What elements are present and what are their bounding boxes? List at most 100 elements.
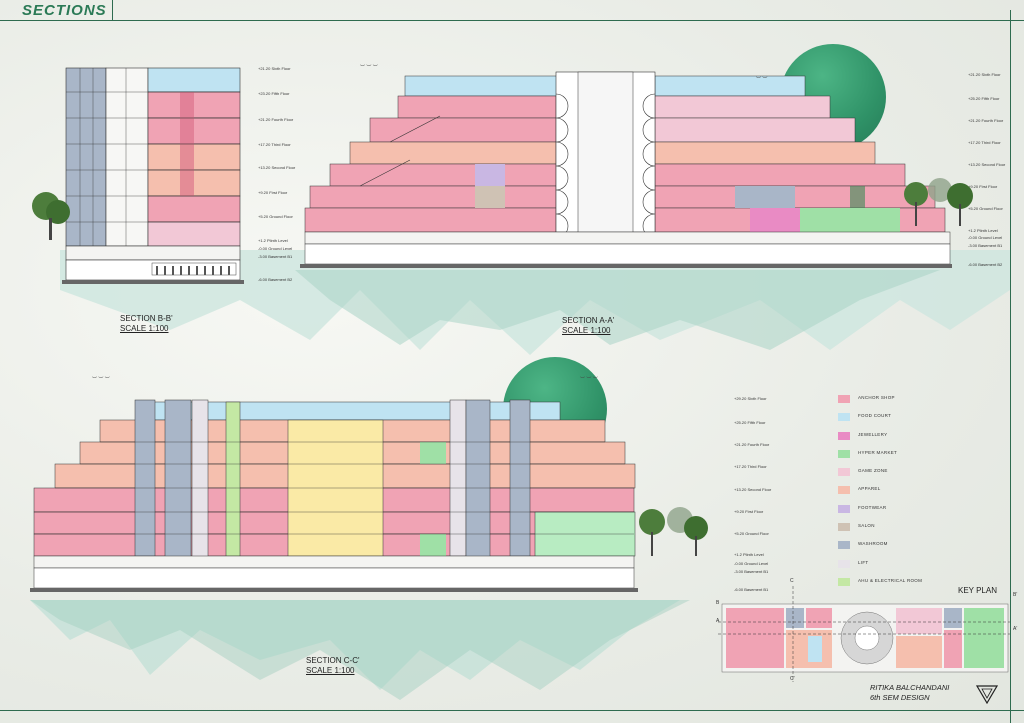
frame-top-line xyxy=(0,20,1024,21)
page-title: SECTIONS xyxy=(22,2,107,19)
legend-item: GAME ZONE xyxy=(838,465,958,483)
frame-right-line xyxy=(1010,10,1011,723)
legend-label: GAME ZONE xyxy=(858,468,888,474)
section-cc-title: SECTION C-C' xyxy=(306,656,360,665)
section-bb-title: SECTION B-B' xyxy=(120,314,173,323)
section-bb-drawing xyxy=(62,67,244,284)
legend-label: FOOTWEAR xyxy=(858,504,887,510)
legend-swatch xyxy=(838,486,850,495)
aa-level-2: +21.20 Fourth Floor xyxy=(968,118,1004,123)
section-aa-drawing xyxy=(300,71,952,268)
legend-item: AHU & ELECTRICAL ROOM xyxy=(838,575,958,593)
legend-label: LIFT xyxy=(858,559,869,565)
aa-level-5: +9.20 First Floor xyxy=(968,184,998,189)
legend-item: ANCHOR SHOP xyxy=(838,392,958,410)
legend-label: ANCHOR SHOP xyxy=(858,395,895,400)
frame-bottom-line xyxy=(0,710,1024,711)
legend-item: SALON xyxy=(838,520,958,538)
section-cc-scale: SCALE 1:100 xyxy=(306,666,355,675)
tree-icon xyxy=(904,178,973,226)
key-plan-title: KEY PLAN xyxy=(958,586,997,595)
section-aa-scale: SCALE 1:100 xyxy=(562,326,611,335)
cc-level-7: +1.2 Plinth Level xyxy=(734,552,764,557)
key-plan-mark-a-prime: A' xyxy=(1013,626,1018,632)
legend-item: FOOD COURT xyxy=(838,410,958,428)
cc-level-5: +9.20 First Floor xyxy=(734,509,764,514)
aa-level-9: -3.00 Basement B1 xyxy=(968,243,1003,248)
legend-label: HYPER MARKET xyxy=(858,449,898,455)
key-plan-mark-c: C xyxy=(790,578,794,584)
cc-level-6: +5.20 Ground Floor xyxy=(734,531,769,536)
author-course: 6th SEM DESIGN xyxy=(870,693,930,702)
bb-level-1: +23.20 Fifth Floor xyxy=(258,91,290,96)
legend-item: HYPER MARKET xyxy=(838,447,958,465)
legend-item: JEWELLERY xyxy=(838,429,958,447)
birds-icon: ︶ ︶ ︶ xyxy=(92,377,110,383)
aa-level-8: -0.00 Ground Level xyxy=(968,235,1003,240)
legend-item: LIFT xyxy=(838,557,958,575)
legend-label: WASHROOM xyxy=(858,541,888,547)
frame-title-divider xyxy=(112,0,113,20)
bb-level-7: +1.2 Plinth Level xyxy=(258,238,288,243)
legend-label: SALON xyxy=(858,523,875,529)
bb-level-5: +9.20 First Floor xyxy=(258,190,288,195)
legend-swatch xyxy=(838,413,850,422)
legend-swatch xyxy=(838,577,850,586)
aa-level-4: +13.20 Second Floor xyxy=(968,162,1006,167)
legend-label: AHU & ELECTRICAL ROOM xyxy=(858,577,923,583)
birds-icon: ︶ ︶ ︶ xyxy=(580,377,598,383)
aa-level-0: +21.20 Sixth Floor xyxy=(968,72,1001,77)
key-plan-mark-a: A xyxy=(716,618,720,624)
cc-level-3: +17.20 Third Floor xyxy=(734,464,767,469)
aa-level-6: +5.20 Ground Floor xyxy=(968,206,1003,211)
section-bb-scale: SCALE 1:100 xyxy=(120,324,169,333)
bb-level-6: +5.20 Ground Floor xyxy=(258,214,293,219)
cc-level-4: +13.20 Second Floor xyxy=(734,487,772,492)
legend-label: APPAREL xyxy=(858,486,881,492)
bb-level-2: +21.20 Fourth Floor xyxy=(258,117,294,122)
cc-level-0: +29.20 Sixth Floor xyxy=(734,396,767,401)
legend-swatch xyxy=(838,468,850,477)
legend-item: WASHROOM xyxy=(838,538,958,556)
author-block: RITIKA BALCHANDANI 6th SEM DESIGN xyxy=(870,683,949,703)
bb-level-3: +17.20 Third Floor xyxy=(258,142,291,147)
cc-level-9: -3.00 Basement B1 xyxy=(734,569,769,574)
aa-level-1: +25.20 Fifth Floor xyxy=(968,96,1000,101)
aa-level-3: +17.20 Third Floor xyxy=(968,140,1001,145)
tree-icon xyxy=(639,507,708,556)
legend-label: JEWELLERY xyxy=(858,431,888,437)
legend-swatch xyxy=(838,523,850,532)
legend-swatch xyxy=(838,431,850,440)
legend-item: APPAREL xyxy=(838,483,958,501)
legend-item: FOOTWEAR xyxy=(838,502,958,520)
key-plan-mark-b-prime: B' xyxy=(1013,592,1018,598)
legend-swatch xyxy=(838,449,850,458)
cc-level-8: -0.00 Ground Level xyxy=(734,561,769,566)
section-cc-caption: SECTION C-C' SCALE 1:100 xyxy=(306,656,360,676)
tree-icon xyxy=(32,192,70,240)
legend-swatch xyxy=(838,541,850,550)
key-plan-mark-b: B xyxy=(716,600,720,606)
section-aa-title: SECTION A-A' xyxy=(562,316,615,325)
section-aa-caption: SECTION A-A' SCALE 1:100 xyxy=(562,316,614,336)
cc-level-2: +21.20 Fourth Floor xyxy=(734,442,770,447)
author-name: RITIKA BALCHANDANI xyxy=(870,683,950,692)
aa-level-7: +1.2 Plinth Level xyxy=(968,228,998,233)
cc-level-1: +25.20 Fifth Floor xyxy=(734,420,766,425)
bb-level-0: +21.20 Sixth Floor xyxy=(258,66,291,71)
legend-swatch xyxy=(838,559,850,568)
bb-level-10: -6.00 Basement B2 xyxy=(258,277,293,282)
cc-level-10: -6.00 Basement B1 xyxy=(734,587,769,592)
aa-level-10: -6.00 Basement B2 xyxy=(968,262,1003,267)
legend-swatch xyxy=(838,504,850,513)
bb-level-4: +13.20 Second Floor xyxy=(258,165,296,170)
legend-swatch xyxy=(838,395,850,403)
color-legend: ANCHOR SHOP FOOD COURT JEWELLERY HYPER M… xyxy=(838,392,958,593)
key-plan-mark-c-prime: C' xyxy=(790,676,795,682)
logo-icon xyxy=(976,685,998,704)
key-plan-drawing xyxy=(718,586,1012,682)
bb-level-9: -3.00 Basement B1 xyxy=(258,254,293,259)
birds-icon: ︶ ︶ ︶ xyxy=(360,65,378,71)
